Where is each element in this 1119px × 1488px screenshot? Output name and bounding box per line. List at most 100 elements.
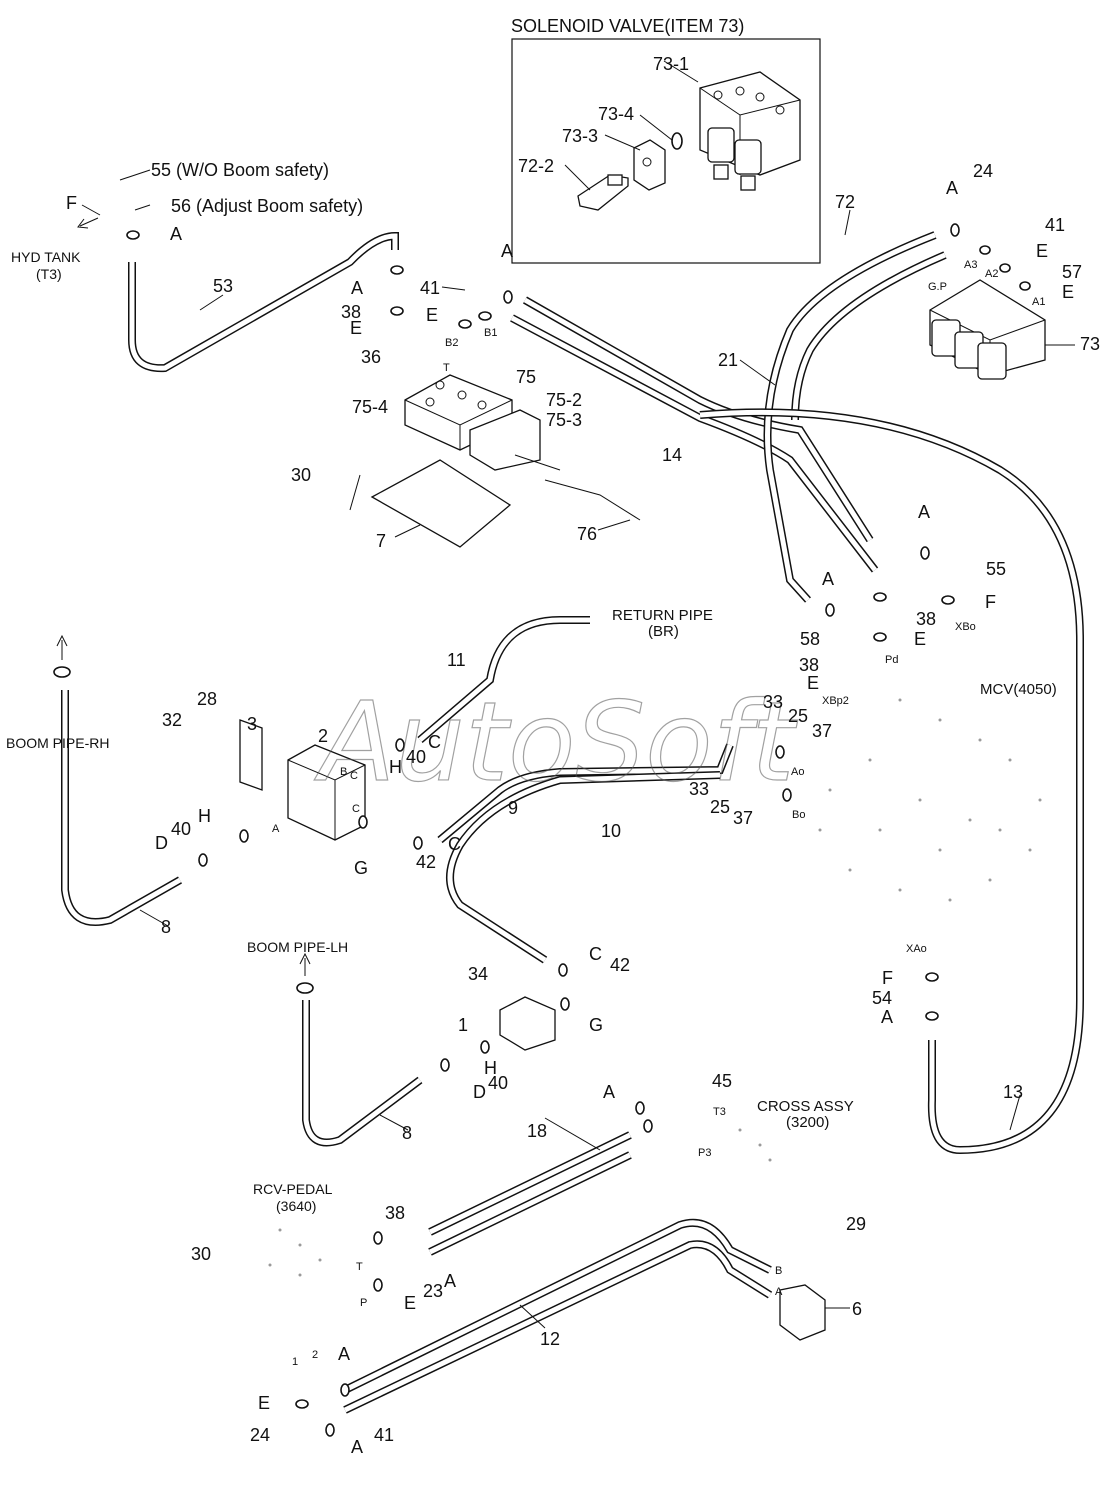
port-label: A bbox=[272, 823, 280, 835]
callout: G bbox=[354, 858, 368, 878]
cross-assy-number: (3200) bbox=[786, 1114, 829, 1131]
callout: A bbox=[338, 1344, 350, 1364]
callout: E bbox=[258, 1393, 270, 1413]
port-label: A2 bbox=[985, 268, 998, 280]
solenoid-valve-title: SOLENOID VALVE(ITEM 73) bbox=[511, 16, 744, 36]
port-label: C bbox=[350, 770, 358, 782]
callout: 57 bbox=[1062, 262, 1082, 282]
hoses bbox=[61, 231, 1084, 1414]
arrow-up-icon bbox=[56, 634, 68, 660]
port-label: G.P bbox=[928, 281, 947, 293]
callout: 25 bbox=[710, 797, 730, 817]
callout: 53 bbox=[213, 276, 233, 296]
callout: 24 bbox=[973, 161, 993, 181]
callout: G bbox=[589, 1015, 603, 1035]
callout: F bbox=[66, 193, 77, 213]
callout: 40 bbox=[406, 747, 426, 767]
boom-pipe-rh-label: BOOM PIPE-RH bbox=[6, 735, 109, 751]
port-label: B1 bbox=[484, 327, 497, 339]
assembly-labels: HYD TANK (T3) 55 (W/O Boom safety) 56 (A… bbox=[6, 160, 1057, 1214]
callout: 72 bbox=[835, 192, 855, 212]
hyd-tank-label: HYD TANK bbox=[11, 249, 81, 265]
port-label: A1 bbox=[1032, 296, 1045, 308]
return-pipe-label: RETURN PIPE bbox=[612, 607, 713, 624]
port-label: P3 bbox=[698, 1147, 711, 1159]
callout: 32 bbox=[162, 710, 182, 730]
port-label: A3 bbox=[964, 259, 977, 271]
block-1 bbox=[499, 996, 556, 1051]
callout: 40 bbox=[171, 819, 191, 839]
callout: A bbox=[444, 1271, 456, 1291]
callout: 75-3 bbox=[546, 410, 582, 430]
return-pipe-port: (BR) bbox=[648, 623, 679, 640]
port-label: B2 bbox=[445, 337, 458, 349]
callout: 18 bbox=[527, 1121, 547, 1141]
callout: E bbox=[1036, 241, 1048, 261]
port-label: Bo bbox=[792, 809, 805, 821]
callout: 28 bbox=[197, 689, 217, 709]
callout: 38 bbox=[799, 655, 819, 675]
callout: 40 bbox=[488, 1073, 508, 1093]
callout: H bbox=[484, 1058, 497, 1078]
port-label: B bbox=[775, 1265, 782, 1277]
arrow-left-icon bbox=[77, 217, 99, 229]
callouts: F A 53 A 38 E 41 E A 36 75 75-2 75-3 75-… bbox=[66, 161, 1100, 1457]
callout: 29 bbox=[846, 1214, 866, 1234]
callout: F bbox=[985, 592, 996, 612]
port-labels: T B2 B1 G.P A3 A2 A1 XBo Pd XBp2 Ao Bo X… bbox=[272, 259, 1045, 1368]
callout: C bbox=[589, 944, 602, 964]
callout: A bbox=[822, 569, 834, 589]
callout: 37 bbox=[733, 808, 753, 828]
callout: 23 bbox=[423, 1281, 443, 1301]
callout: 6 bbox=[852, 1299, 862, 1319]
callout: 73 bbox=[1080, 334, 1100, 354]
callout: 42 bbox=[416, 852, 436, 872]
callout: A bbox=[501, 241, 513, 261]
port-label: XBp2 bbox=[822, 695, 849, 707]
callout: 45 bbox=[712, 1071, 732, 1091]
callout: 75-2 bbox=[546, 390, 582, 410]
plate-3 bbox=[239, 719, 263, 791]
callout: 13 bbox=[1003, 1082, 1023, 1102]
callout: F bbox=[882, 968, 893, 988]
callout: E bbox=[350, 318, 362, 338]
callout: 30 bbox=[291, 465, 311, 485]
port-label: XBo bbox=[955, 621, 976, 633]
fitting-55-note: 55 (W/O Boom safety) bbox=[151, 160, 329, 180]
callout: 55 bbox=[986, 559, 1006, 579]
callout: 41 bbox=[420, 278, 440, 298]
callout: 24 bbox=[250, 1425, 270, 1445]
plate-7 bbox=[370, 459, 512, 548]
port-label: T bbox=[443, 362, 450, 374]
port-label: P bbox=[360, 1297, 367, 1309]
callout: 11 bbox=[447, 650, 466, 670]
callout: 12 bbox=[540, 1329, 560, 1349]
watermark: AutoSoft bbox=[314, 678, 798, 806]
port-label: B bbox=[340, 766, 347, 778]
port-label: XAo bbox=[906, 943, 927, 955]
callout: A bbox=[946, 178, 958, 198]
callout: 38 bbox=[341, 302, 361, 322]
callout: 9 bbox=[508, 798, 518, 818]
callout: 1 bbox=[458, 1015, 468, 1035]
callout: 21 bbox=[718, 350, 738, 370]
port-label: 1 bbox=[292, 1356, 298, 1368]
callout: 42 bbox=[610, 955, 630, 975]
callout: 38 bbox=[385, 1203, 405, 1223]
direction-arrows bbox=[56, 217, 311, 976]
callout: A bbox=[170, 224, 182, 244]
callout: 36 bbox=[361, 347, 381, 367]
callout: D bbox=[155, 833, 168, 853]
callout: C bbox=[428, 732, 441, 752]
callout: 8 bbox=[402, 1123, 412, 1143]
callout: 54 bbox=[872, 988, 892, 1008]
callout: 58 bbox=[800, 629, 820, 649]
phantom-assemblies bbox=[268, 698, 1042, 1277]
port-label: T bbox=[356, 1261, 363, 1273]
callout: E bbox=[807, 673, 819, 693]
callout: 2 bbox=[318, 726, 328, 746]
callout: 75-4 bbox=[352, 397, 388, 417]
leader-lines bbox=[81, 169, 1075, 1329]
callout: 14 bbox=[662, 445, 682, 465]
boom-pipe-lh-label: BOOM PIPE-LH bbox=[247, 939, 348, 955]
